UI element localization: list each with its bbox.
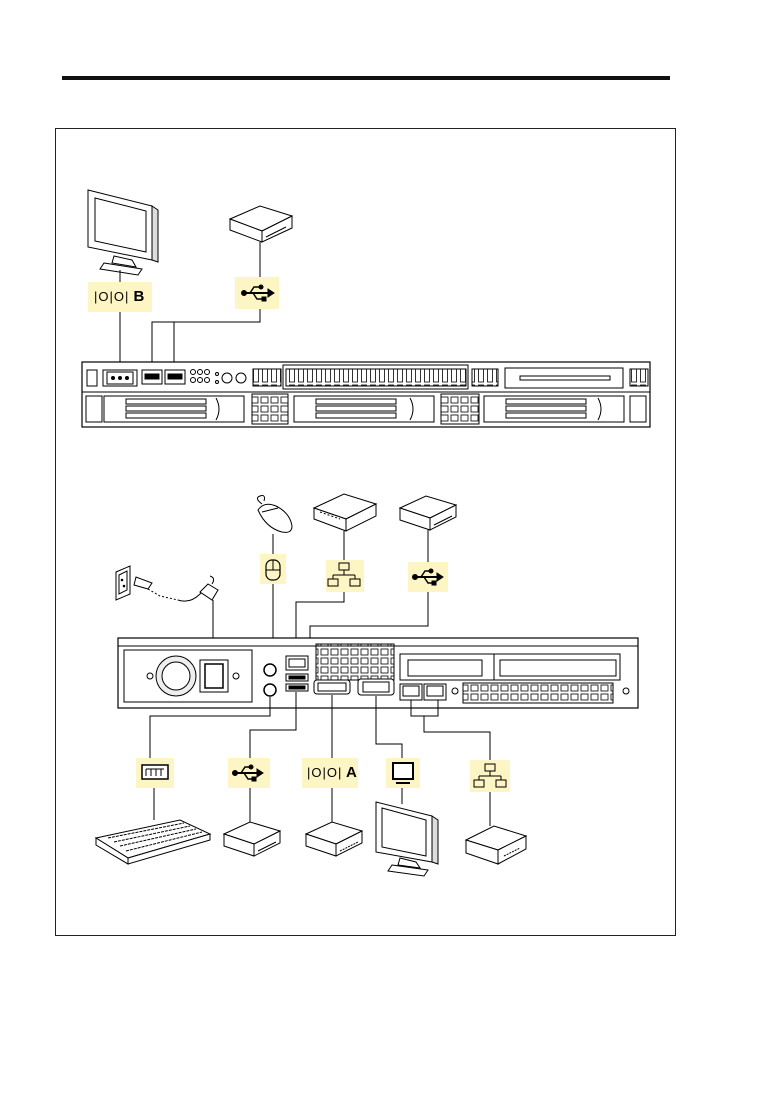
serial-a-bars: |O|O| [307, 765, 342, 780]
rear-usb-device-top-icon [400, 496, 456, 530]
keyboard-icon [96, 820, 210, 864]
front-server-chassis [82, 362, 650, 427]
display-icon [393, 763, 413, 783]
serial-a-letter: A [346, 764, 357, 781]
serial-b-letter: B [134, 288, 145, 305]
rear-usb-device-bottom-icon [224, 822, 280, 856]
lan-top-label-bg [326, 560, 364, 592]
power-outlet-icon [116, 566, 130, 600]
serial-b-label: |O|O| B [94, 288, 144, 306]
rear-server-chassis [118, 638, 638, 708]
keyboard-port-icon [142, 765, 168, 779]
serial-device-icon [306, 822, 362, 856]
serial-a-label: |O|O| A [307, 764, 357, 782]
front-monitor-icon [88, 190, 158, 275]
power-cord-icon [134, 576, 218, 601]
front-usb-device-icon [230, 206, 292, 242]
rear-monitor-icon [376, 802, 438, 876]
serial-b-bars: |O|O| [94, 289, 129, 304]
mouse-icon [257, 496, 292, 533]
lan-device-bottom-icon [466, 826, 526, 864]
lan-device-top-icon [314, 494, 376, 531]
